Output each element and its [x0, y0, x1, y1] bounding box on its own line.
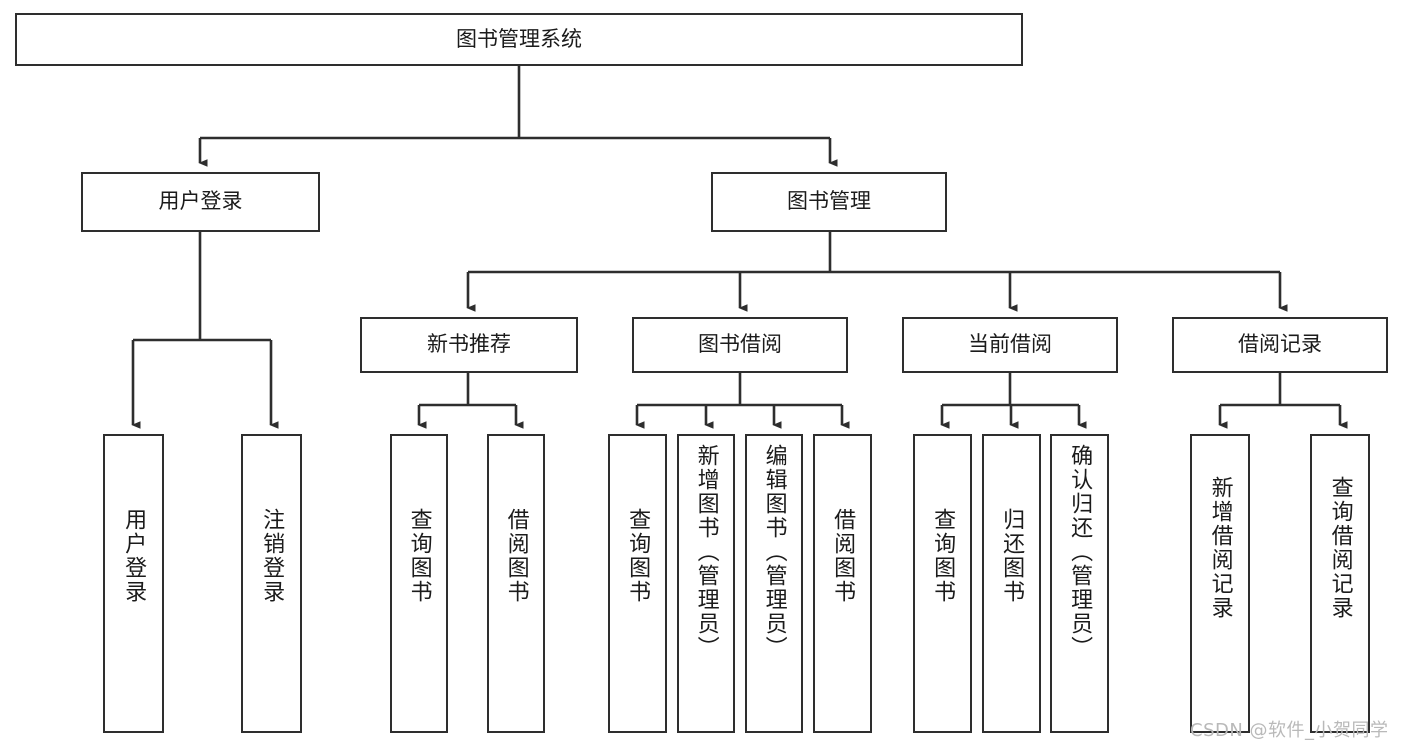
leaf-query-book-borrow[interactable]: 查询图书: [608, 434, 667, 733]
node-label: 当前借阅: [968, 332, 1052, 357]
node-user-login[interactable]: 用户登录: [81, 172, 320, 232]
node-root-system[interactable]: 图书管理系统: [15, 13, 1023, 66]
leaf-user-login[interactable]: 用户登录: [103, 434, 164, 733]
node-label: 新增图书（管理员）: [693, 444, 719, 660]
node-new-book-recommend[interactable]: 新书推荐: [360, 317, 578, 373]
watermark: CSDN @软件_小贺同学: [1190, 720, 1389, 741]
leaf-confirm-return-admin[interactable]: 确认归还（管理员）: [1050, 434, 1109, 733]
leaf-edit-book-admin[interactable]: 编辑图书（管理员）: [745, 434, 803, 733]
node-label: 查询图书: [930, 508, 956, 604]
node-label: 借阅图书: [830, 508, 856, 604]
node-label: 图书管理: [787, 189, 871, 214]
node-label: 借阅记录: [1238, 332, 1322, 357]
leaf-query-book-recommend[interactable]: 查询图书: [390, 434, 448, 733]
node-label: 注销登录: [259, 508, 285, 604]
leaf-user-logout[interactable]: 注销登录: [241, 434, 302, 733]
node-label: 查询图书: [625, 508, 651, 604]
node-borrow-record[interactable]: 借阅记录: [1172, 317, 1388, 373]
node-book-management[interactable]: 图书管理: [711, 172, 947, 232]
leaf-query-borrow-record[interactable]: 查询借阅记录: [1310, 434, 1370, 733]
node-label: 新书推荐: [427, 332, 511, 357]
leaf-borrow-book-recommend[interactable]: 借阅图书: [487, 434, 545, 733]
node-label: 新增借阅记录: [1207, 476, 1233, 620]
leaf-add-borrow-record[interactable]: 新增借阅记录: [1190, 434, 1250, 733]
node-label: 确认归还（管理员）: [1067, 444, 1093, 660]
leaf-add-book-admin[interactable]: 新增图书（管理员）: [677, 434, 735, 733]
node-label: 查询借阅记录: [1327, 476, 1353, 620]
node-label: 图书管理系统: [456, 26, 582, 51]
node-current-borrow[interactable]: 当前借阅: [902, 317, 1118, 373]
node-label: 用户登录: [121, 508, 147, 604]
node-book-borrow[interactable]: 图书借阅: [632, 317, 848, 373]
leaf-query-book-current[interactable]: 查询图书: [913, 434, 972, 733]
node-label: 借阅图书: [503, 508, 529, 604]
node-label: 用户登录: [158, 189, 243, 214]
node-label: 编辑图书（管理员）: [761, 444, 787, 660]
node-label: 归还图书: [999, 508, 1025, 604]
leaf-borrow-book[interactable]: 借阅图书: [813, 434, 872, 733]
leaf-return-book[interactable]: 归还图书: [982, 434, 1041, 733]
node-label: 查询图书: [406, 508, 432, 604]
node-label: 图书借阅: [698, 332, 782, 357]
